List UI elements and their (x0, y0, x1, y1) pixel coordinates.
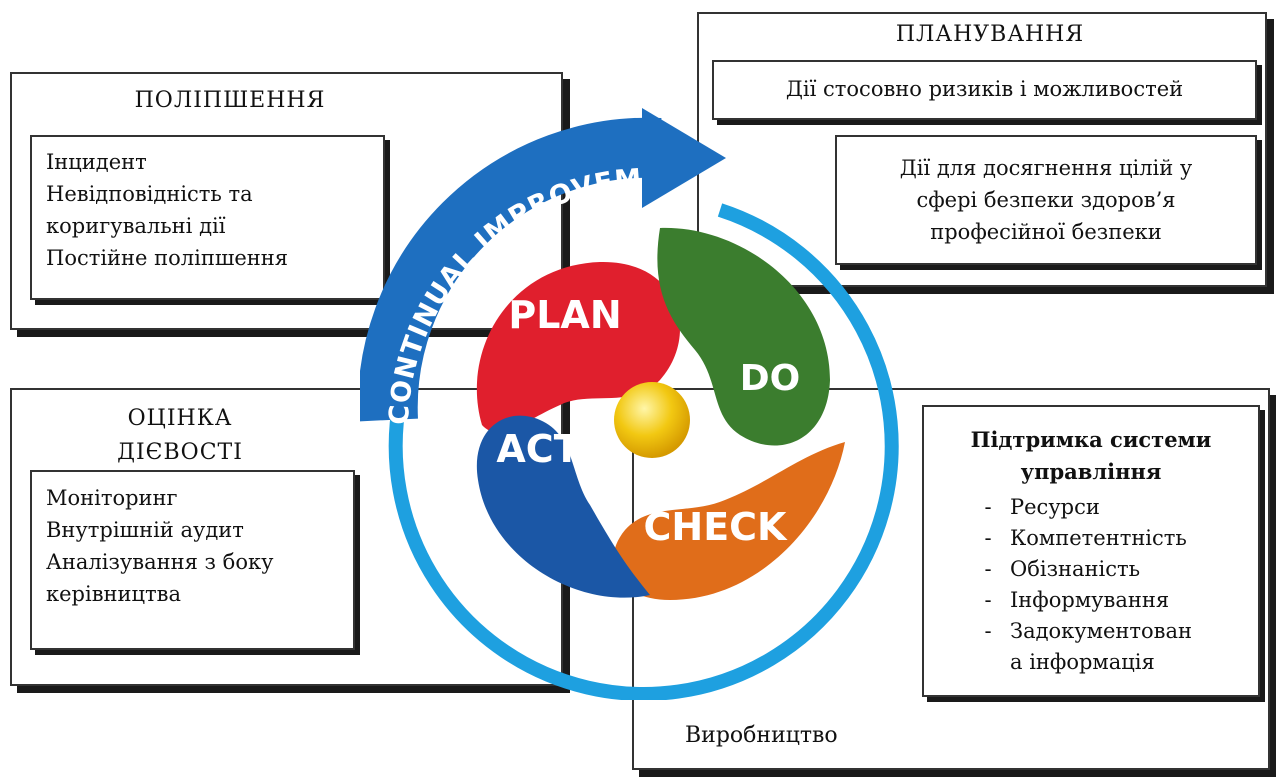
improvement-list-box (30, 135, 385, 300)
act-label: ACT (496, 427, 579, 471)
do-petal (657, 227, 830, 446)
evaluation-item: Внутрішній аудит (46, 518, 244, 542)
planning-risks: Дії стосовно ризиків і можливостей (785, 77, 1184, 101)
act-petal (476, 415, 650, 598)
support-dash: - (984, 526, 992, 550)
improvement-item: Постійне поліпшення (46, 246, 289, 270)
support-dash: - (984, 495, 992, 519)
support-item: -Компетентність (966, 523, 1192, 554)
support-dash: - (984, 619, 992, 643)
improvement-item: Інцидент (46, 150, 147, 174)
planning-goals: Дії для досягнення цілій у сфері безпеки… (835, 152, 1257, 248)
improvement-item: Невідповідність та (46, 182, 253, 206)
cycle-ring (388, 203, 899, 700)
support-title-line2: управління (1020, 459, 1162, 484)
support-list: -Ресурси -Компетентність -Обізнаність -І… (966, 492, 1192, 678)
improvement-item: коригувальні дії (46, 214, 226, 238)
support-box (922, 405, 1260, 697)
check-label: CHECK (644, 505, 789, 549)
support-item: -Обізнаність (966, 554, 1192, 585)
planning-title: ПЛАНУВАННЯ (895, 22, 1085, 47)
planning-risks-box (712, 60, 1257, 120)
do-label: DO (740, 358, 801, 399)
cycle-arrow-head (642, 108, 726, 208)
support-item: -Ресурси (966, 492, 1192, 523)
cycle-arrow-band (360, 117, 662, 422)
center-ball (614, 382, 690, 458)
production-label: Виробництво (685, 723, 838, 748)
evaluation-title-line2: ДІЄВОСТІ (117, 440, 243, 465)
support-dash: - (984, 557, 992, 581)
support-title: Підтримка системи управління (922, 424, 1260, 488)
improvement-list: Інцидент Невідповідність та коригувальні… (46, 146, 288, 274)
evaluation-list: Моніторинг Внутрішній аудит Аналізування… (46, 482, 273, 610)
check-petal (613, 442, 845, 600)
improvement-title: ПОЛІПШЕННЯ (134, 88, 326, 113)
planning-goal-line: Дії для досягнення цілій у (899, 156, 1193, 180)
planning-goal-line: професійної безпеки (930, 220, 1162, 244)
planning-goals-box (835, 135, 1257, 265)
plan-label: PLAN (508, 293, 621, 337)
support-item: а інформація (1010, 650, 1155, 674)
pdca-cycle: CONTINUAL IMPROVEMENT PLAN DO CHECK ACT (360, 90, 899, 700)
support-title-line1: Підтримка системи (970, 427, 1212, 452)
evaluation-list-box (30, 470, 355, 650)
support-item: -Задокументован (966, 616, 1192, 647)
evaluation-item: Аналізування з боку (46, 550, 274, 574)
evaluation-title-line1: ОЦІНКА (127, 406, 233, 431)
evaluation-item: Моніторинг (46, 486, 178, 510)
evaluation-title: ОЦІНКА ДІЄВОСТІ (70, 402, 290, 470)
support-item: -Інформування (966, 585, 1192, 616)
planning-goal-line: сфері безпеки здоров’я (916, 188, 1176, 212)
support-dash: - (984, 588, 992, 612)
evaluation-item: керівництва (46, 582, 181, 606)
